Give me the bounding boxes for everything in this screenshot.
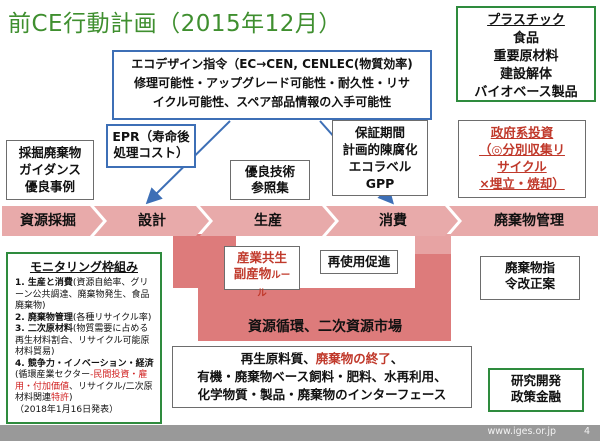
stage-arrow-production xyxy=(200,206,335,236)
mining-waste-line: 採掘廃棄物 xyxy=(18,145,82,160)
priority-item: 食品 xyxy=(512,31,539,46)
symbiosis-byproduct: 副産物 xyxy=(233,266,272,281)
warranty-box: 保証期間 計画的陳腐化 エコラベル GPP xyxy=(332,120,428,196)
epr-line: 処理コスト） xyxy=(113,145,189,160)
stage-arrow-design xyxy=(94,206,209,236)
monitoring-item-1: 1. 生産と消費(資源自給率、グリーン公共調達、廃棄物発生、食品廃棄物) xyxy=(15,278,150,311)
stage-label-mining: 資源採掘 xyxy=(20,213,76,229)
stage-label-waste-management: 廃棄物管理 xyxy=(494,213,564,229)
footer-url: www.iges.or.jp xyxy=(487,426,556,437)
public-investment-line: （◎分別収集リ xyxy=(479,142,565,157)
epr-line: EPR（寿命後 xyxy=(112,129,190,144)
page-title: 前CE行動計画（2015年12月） xyxy=(8,11,342,37)
waste-directive-line: 廃棄物指 xyxy=(504,260,555,275)
secondary-line-2: 有機・廃棄物ベース飼料・肥料、水再利用、 xyxy=(197,369,447,384)
secondary-quality-text: 再生原料質、 xyxy=(240,351,316,366)
reuse-box: 再使用促進 xyxy=(320,250,398,274)
symbiosis-line: 産業共生 xyxy=(236,250,287,265)
stage-arrow-mining xyxy=(2,206,103,236)
warranty-line: GPP xyxy=(365,176,395,191)
footer-bar xyxy=(0,425,600,441)
research-line: 研究開発 xyxy=(510,373,561,388)
symbiosis-rules: ルール xyxy=(257,270,291,299)
monitoring-item-2: 2. 廃棄物管理(各種リサイクル率) xyxy=(15,312,152,323)
monitoring-body: 1. 生産と消費(資源自給率、グリーン公共調達、廃棄物発生、食品廃棄物) 2. … xyxy=(8,275,160,416)
best-technology-line: 優良技術 xyxy=(244,164,295,179)
monitoring-date: （2018年1月16日発表） xyxy=(15,404,119,415)
stage-arrow-waste xyxy=(449,206,598,236)
page-number: 4 xyxy=(583,426,590,437)
secondary-line-3: 化学物質・製品・廃棄物のインターフェース xyxy=(197,387,447,402)
priority-item: 建設解体 xyxy=(499,67,552,82)
stage-label-design: 設計 xyxy=(138,213,166,229)
monitoring-item-3: 3. 二次原材料(物質需要に占める再生材料割合、リサイクル可能原材料貿易) xyxy=(15,324,150,357)
stage-label-consumption: 消費 xyxy=(379,213,407,229)
industrial-symbiosis-box: 産業共生 副産物ルール xyxy=(224,246,300,299)
waste-directive-box: 廃棄物指 令改正案 xyxy=(480,256,580,300)
secondary-materials-box: 再生原料質、廃棄物の終了、 有機・廃棄物ベース飼料・肥料、水再利用、 化学物質・… xyxy=(172,346,472,408)
mining-waste-box: 採掘廃棄物 ガイダンス 優良事例 xyxy=(6,140,94,200)
research-funding-box: 研究開発 政策金融 xyxy=(488,368,584,412)
priority-item: 重要原材料 xyxy=(493,49,559,64)
epr-box: EPR（寿命後 処理コスト） xyxy=(106,124,196,168)
warranty-line: 保証期間 xyxy=(354,125,405,140)
ecodesign-line: イクル可能性、スペア部品情報の入手可能性 xyxy=(152,95,392,109)
priority-item: バイオベース製品 xyxy=(474,85,578,100)
public-investment-line: ×埋立・焼却） xyxy=(479,176,565,191)
public-investment-line: 政府系投資 xyxy=(490,125,554,140)
ecodesign-line: エコデザイン指令（EC→CEN, CENLEC(物質効率) xyxy=(131,57,413,71)
stage-arrow-consumption xyxy=(326,206,458,236)
warranty-line: 計画的陳腐化 xyxy=(342,142,418,157)
plastic-heading: プラスチック xyxy=(487,13,565,28)
plastic-priorities-box: プラスチック 食品 重要原材料 建設解体 バイオベース製品 xyxy=(456,6,596,102)
waste-directive-line: 令改正案 xyxy=(504,276,555,291)
circulation-band-right-connector xyxy=(415,234,451,254)
monitoring-item-4: 4. 競争力・イノベーション・経済(循環産業セクター-民間投資・雇用・付加価値、… xyxy=(15,358,154,404)
circulation-label: 資源循環、二次資源市場 xyxy=(248,319,402,335)
monitoring-framework-box: モニタリング枠組み 1. 生産と消費(資源自給率、グリーン公共調達、廃棄物発生、… xyxy=(6,252,162,424)
circulation-band xyxy=(173,234,451,341)
ecodesign-box: エコデザイン指令（EC→CEN, CENLEC(物質効率) 修理可能性・アップグ… xyxy=(112,50,432,120)
public-investment-box: 政府系投資 （◎分別収集リ サイクル ×埋立・焼却） xyxy=(458,120,586,198)
warranty-line: エコラベル xyxy=(348,159,412,174)
end-of-waste-text: 廃棄物の終了 xyxy=(315,351,391,366)
best-technology-box: 優良技術 参照集 xyxy=(230,160,310,200)
ecodesign-line: 修理可能性・アップグレード可能性・耐久性・リサ xyxy=(133,76,410,90)
stage-label-production: 生産 xyxy=(254,213,282,229)
secondary-comma: 、 xyxy=(390,351,404,366)
mining-waste-line: 優良事例 xyxy=(24,179,75,194)
monitoring-heading: モニタリング枠組み xyxy=(29,260,138,274)
mining-waste-line: ガイダンス xyxy=(19,162,81,177)
value-chain-arrows xyxy=(2,206,598,236)
research-line: 政策金融 xyxy=(510,389,561,404)
public-investment-line: サイクル xyxy=(497,159,547,174)
best-technology-line: 参照集 xyxy=(251,180,289,195)
